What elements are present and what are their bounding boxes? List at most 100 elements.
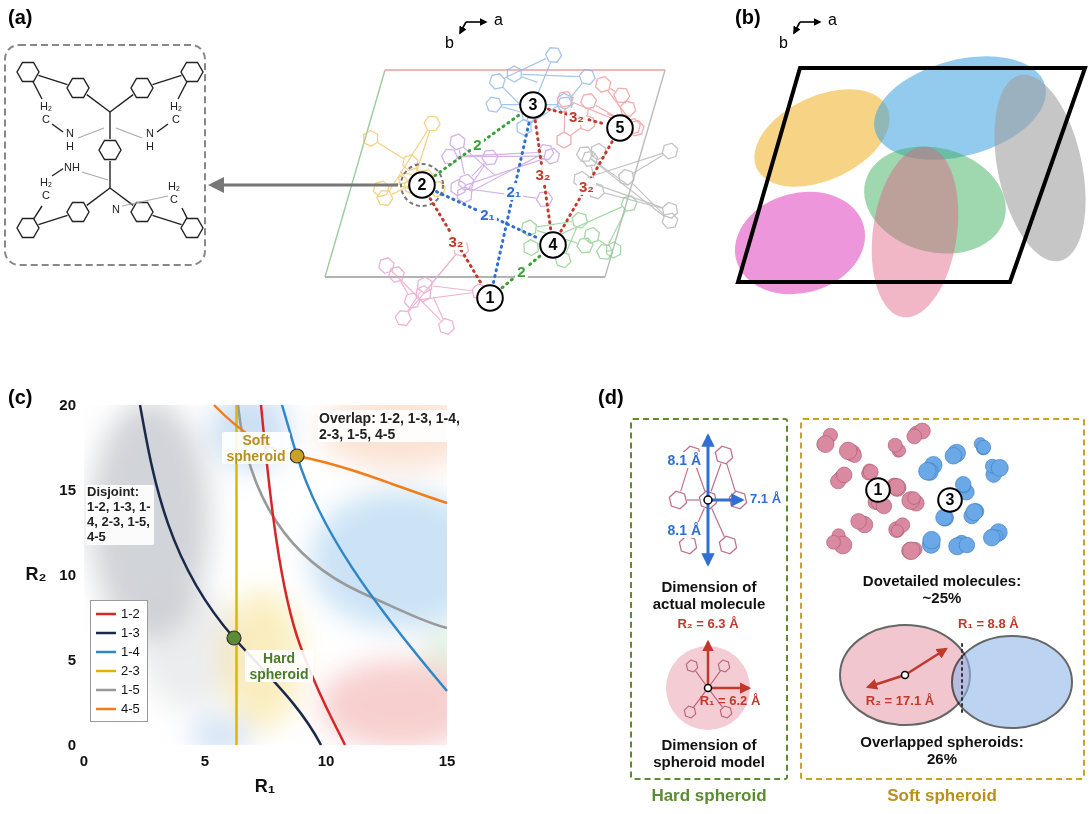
region [210,405,290,470]
benzene-ring [181,219,203,238]
molecule-marker: 3 [937,487,963,513]
bond-order-label: 3₂ [533,166,552,183]
bond-order-label: 2₁ [504,183,523,200]
benzene-ring [17,63,39,82]
hard-spheroid-point [227,631,241,645]
bond [696,671,706,685]
bond [34,206,42,219]
axis-label: b [445,34,454,52]
panel-heading: Soft spheroid [832,786,1052,806]
radius-arrow [905,649,946,675]
legend-text: 2-3 [121,663,140,678]
benzene-ring [546,48,562,62]
legend-row: 1-4 [95,642,140,661]
benzene-ring [451,180,465,196]
benzene-ring [719,536,736,554]
dimension-arrow [707,500,710,564]
legend-text: 1-5 [121,682,140,697]
axis-arrow [800,21,820,23]
bond [109,161,110,188]
highlight-ring [401,164,443,206]
benzene-ring [679,536,696,554]
legend-line-sample [95,609,117,619]
site-marker: 2 [408,171,436,199]
back-bond [78,128,104,138]
bond [604,193,662,208]
legend-line-sample [95,685,117,695]
atom-label: C [41,113,51,126]
bond [178,82,187,99]
bond [564,107,566,132]
unit-cell-edge [325,276,605,277]
atom [955,477,971,493]
benzene-ring [489,74,505,89]
unit-cell-edge [385,69,665,70]
bond [152,75,181,84]
axis-title: R₁ [255,776,275,797]
benzene-ring [131,79,153,98]
atom [908,492,921,505]
legend-row: 2-3 [95,661,140,680]
atom-label: H [65,140,75,153]
bond [589,182,663,208]
bond [182,208,187,218]
plot-regions [90,405,447,745]
bond [504,58,546,78]
benzene-ring [582,151,598,166]
overlap-divider [961,644,963,716]
axis-label: a [494,11,503,29]
circle-number: 3 [519,91,547,119]
benzene-ring [67,203,89,222]
boundary-curve [140,405,321,745]
benzene-ring [557,132,571,148]
site-marker: 1 [476,284,504,312]
bond [591,159,664,216]
axis-label: a [828,11,837,29]
tick-label: 15 [59,481,76,498]
tick-label: 5 [201,752,209,769]
molecule-wireframes [364,48,678,334]
radius-label: R₁ = 8.8 Å [958,617,1019,632]
benzene-ring [67,79,89,98]
bond-order-label: 2 [515,263,527,280]
panel-label: (c) [8,386,32,409]
atom [959,537,975,553]
benzene-ring [557,92,573,107]
panel-caption: Dovetailed molecules: ~25% [852,572,1032,607]
dotted-connector [435,114,520,175]
atom-label: H₂ [39,100,53,113]
atom [839,442,857,460]
legend-line [96,688,116,691]
soft-spheroid-panel: Dovetailed molecules: ~25%Overlapped sph… [800,418,1085,780]
bond [377,143,403,159]
legend-text: 1-2 [121,606,140,621]
bond [587,109,589,115]
benzene-ring [715,446,732,464]
hard-spheroid-panel: Dimension of actual moleculeDimension of… [630,418,788,780]
atom [888,438,902,452]
atom-label: N [111,203,121,216]
bond-order-label: 2 [471,136,483,153]
panel-caption: Dimension of actual molecule [643,578,775,613]
region [425,630,447,670]
atom [907,429,922,444]
atom-label: C [41,189,51,202]
dotted-connector [430,199,482,285]
atom-label: H₂ [169,100,183,113]
center-dot [705,685,712,692]
bond [408,292,421,312]
unit-cell-edge [325,70,385,277]
spheroid [723,178,876,309]
benzene-ring [579,69,595,84]
bond [33,82,42,99]
radius-label: R₂ = 17.1 Å [866,694,934,709]
atom-label: H₂ [167,180,181,193]
legend-line-sample [95,666,117,676]
legend-row: 1-5 [95,680,140,699]
benzene-ring [620,101,636,117]
bond [109,112,110,139]
legend-line-sample [95,704,117,714]
legend-line [96,631,116,634]
legend-text: 1-4 [121,644,140,659]
